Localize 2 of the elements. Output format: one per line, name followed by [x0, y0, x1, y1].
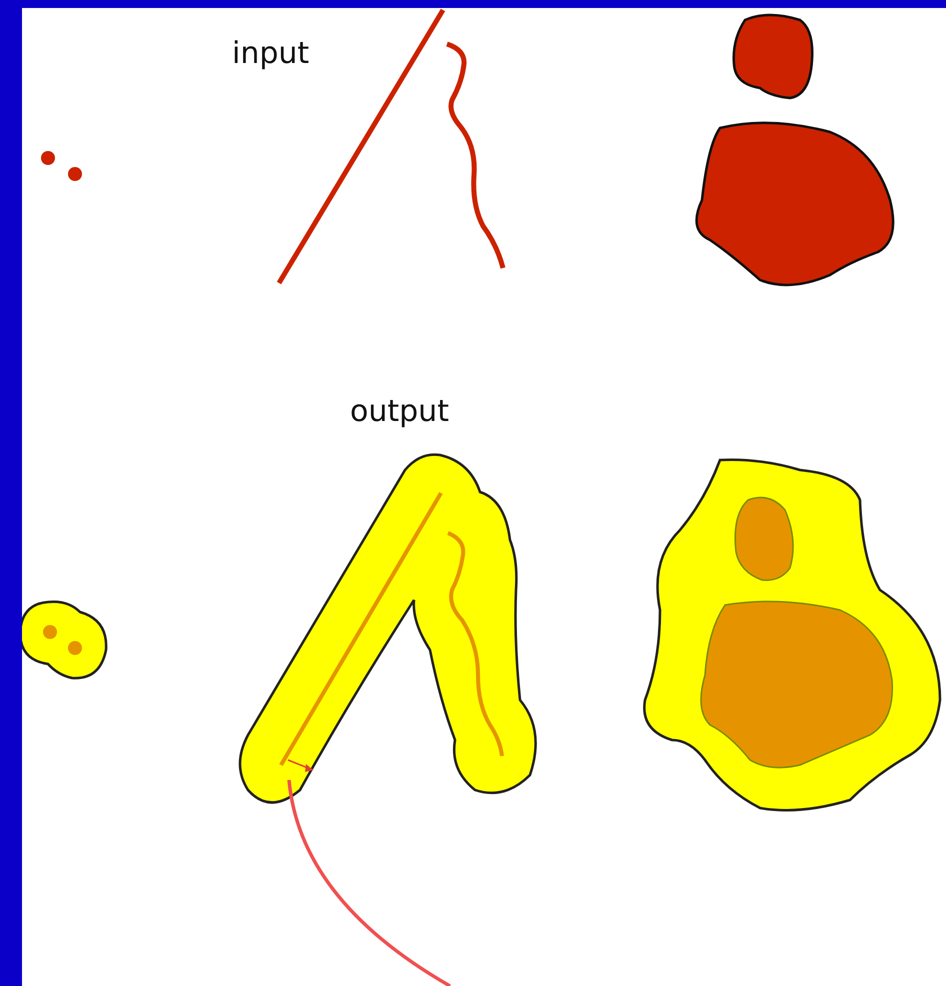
caption-text: output	[350, 394, 449, 429]
caption-text: input	[232, 36, 310, 71]
